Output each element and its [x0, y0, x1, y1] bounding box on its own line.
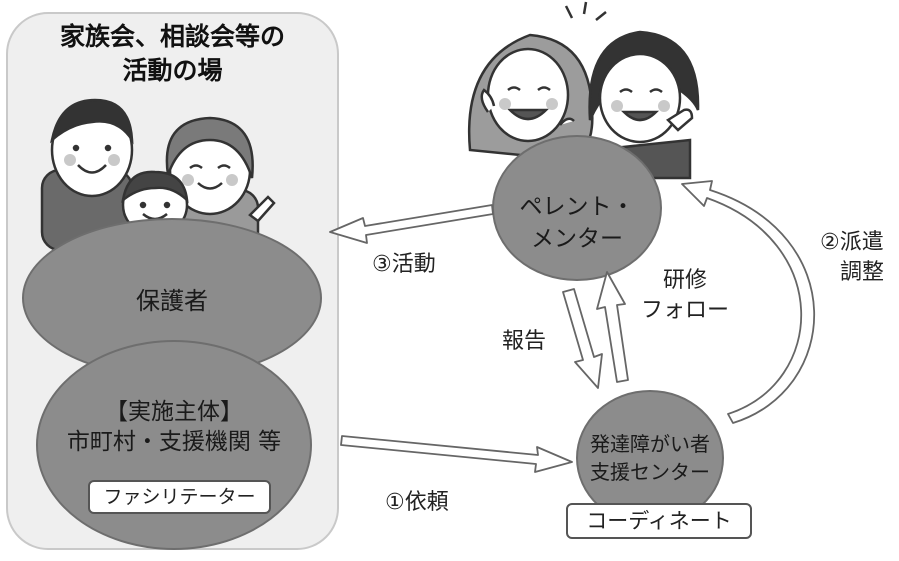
report-arrow — [562, 288, 603, 389]
request-arrow — [340, 435, 573, 473]
mentor-line1: ペレント・ — [519, 194, 635, 220]
mentor-line2: メンター — [531, 226, 623, 252]
request-label: ①依頼 — [385, 490, 449, 515]
guardians-label: 保護者 — [136, 286, 208, 315]
implementer-line1: 【実施主体】 — [105, 399, 243, 425]
center-line2: 支援センター — [590, 460, 710, 484]
activity-label: ③活動 — [372, 252, 436, 277]
coordinate-box: コーディネート — [566, 503, 752, 539]
panel-title-line1: 家族会、相談会等の — [59, 22, 285, 51]
implementer-line2: 市町村・支援機関 等 — [66, 429, 282, 455]
dispatch-line2: 調整 — [840, 260, 885, 285]
coordinate-label: コーディネート — [586, 509, 732, 533]
dispatch-line1: ②派遣 — [820, 230, 884, 255]
panel-title-line2: 活動の場 — [122, 56, 223, 85]
guardians-circle: 保護者 — [22, 218, 322, 378]
center-line1: 発達障がい者 — [590, 432, 710, 456]
panel-title: 家族会、相談会等の 活動の場 — [6, 20, 339, 88]
mentor-circle: ペレント・ メンター — [492, 135, 662, 281]
training-line1: 研修 — [663, 268, 708, 293]
training-arrow — [596, 271, 629, 383]
dispatch-arrow — [681, 180, 816, 424]
facilitator-box: ファシリテーター — [88, 480, 271, 514]
dispatch-label: ②派遣 調整 — [820, 228, 884, 288]
training-label: 研修 フォロー — [641, 266, 729, 326]
implementer-circle: 【実施主体】 市町村・支援機関 等 — [36, 340, 312, 550]
training-line2: フォロー — [641, 298, 730, 323]
facilitator-label: ファシリテーター — [103, 486, 256, 508]
activity-arrow — [329, 204, 494, 244]
report-label: 報告 — [502, 329, 547, 354]
